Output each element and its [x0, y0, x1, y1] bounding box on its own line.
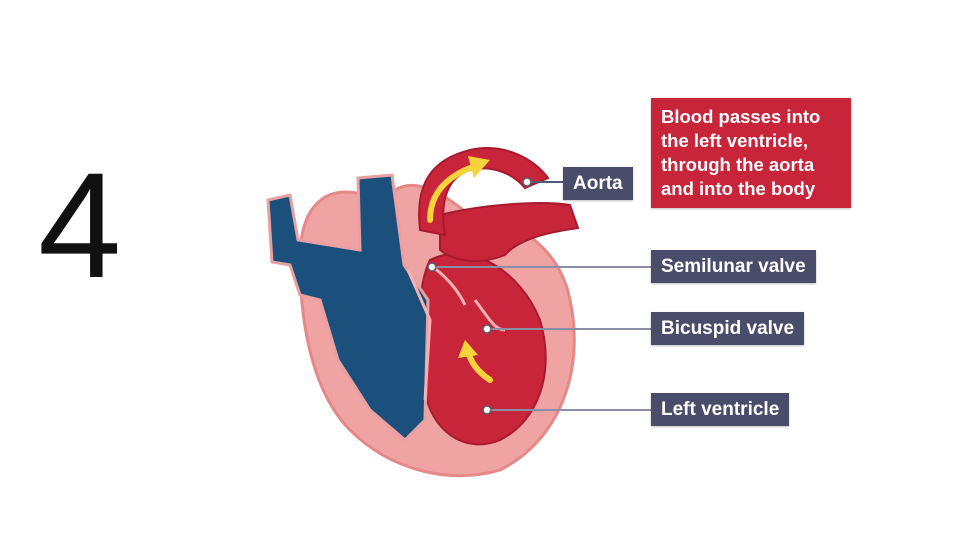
- aorta-flow-arrowhead: [468, 156, 490, 178]
- ventricle-flow-arrowhead: [458, 340, 478, 358]
- bicuspid-leader-dot: [482, 324, 492, 334]
- aorta-vessel: [418, 147, 550, 237]
- label-bicuspid-valve: Bicuspid valve: [651, 312, 805, 345]
- aorta-leader-dot: [522, 177, 532, 187]
- aorta-flow-arrow: [427, 165, 473, 223]
- slide-number: 4: [38, 141, 122, 309]
- label-left-ventricle: Left ventricle: [651, 393, 790, 426]
- info-box: Blood passes into the left ventricle, th…: [651, 98, 851, 208]
- ventricle-leader-dot: [482, 405, 492, 415]
- left-atrium: [439, 202, 580, 262]
- label-semilunar-valve: Semilunar valve: [651, 250, 816, 283]
- right-heart-vessels: [266, 173, 430, 443]
- semilunar-leader-dot: [427, 262, 437, 272]
- label-aorta: Aorta: [563, 167, 633, 200]
- heart-septum: [406, 269, 432, 401]
